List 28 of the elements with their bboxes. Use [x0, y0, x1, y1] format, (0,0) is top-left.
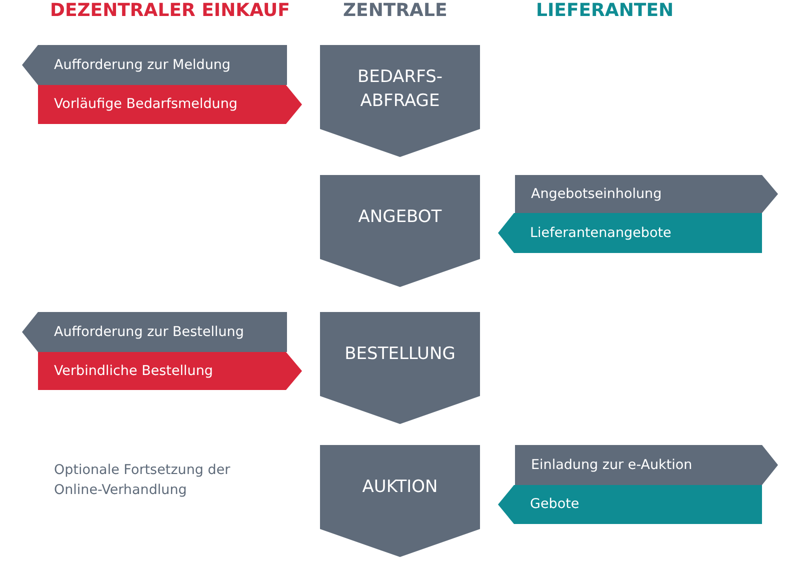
note-text: Optionale Fortsetzung der Online-Verhandlung	[54, 461, 232, 500]
tag-label: Aufforderung zur Bestellung	[54, 323, 244, 342]
step-label: BESTELLUNG	[344, 343, 456, 366]
process-step	[320, 175, 480, 287]
column-header: ZENTRALE	[343, 0, 448, 21]
message-tag	[498, 213, 762, 253]
step-label: BEDARFS-ABFRAGE	[356, 66, 444, 113]
process-step	[320, 445, 480, 557]
tag-label: Lieferantenangebote	[530, 224, 672, 243]
process-step	[320, 312, 480, 424]
tag-label: Verbindliche Bestellung	[54, 362, 213, 381]
message-tag	[38, 85, 302, 124]
process-step	[320, 45, 480, 157]
message-tag	[38, 352, 302, 390]
tag-label: Einladung zur e-Auktion	[531, 456, 692, 475]
tag-label: Angebotseinholung	[531, 185, 662, 204]
step-label: ANGEBOT	[357, 206, 443, 229]
tag-label: Aufforderung zur Meldung	[54, 56, 231, 75]
message-tag	[22, 45, 287, 85]
message-tag	[515, 445, 778, 485]
tag-label: Gebote	[530, 495, 580, 514]
message-tag	[498, 485, 762, 524]
message-tag	[22, 312, 287, 352]
message-tag	[515, 175, 778, 213]
tag-label: Vorläufige Bedarfsmeldung	[54, 95, 238, 114]
column-header: LIEFERANTEN	[536, 0, 674, 21]
step-label: AUKTION	[361, 476, 439, 499]
column-header: DEZENTRALER EINKAUF	[50, 0, 290, 21]
